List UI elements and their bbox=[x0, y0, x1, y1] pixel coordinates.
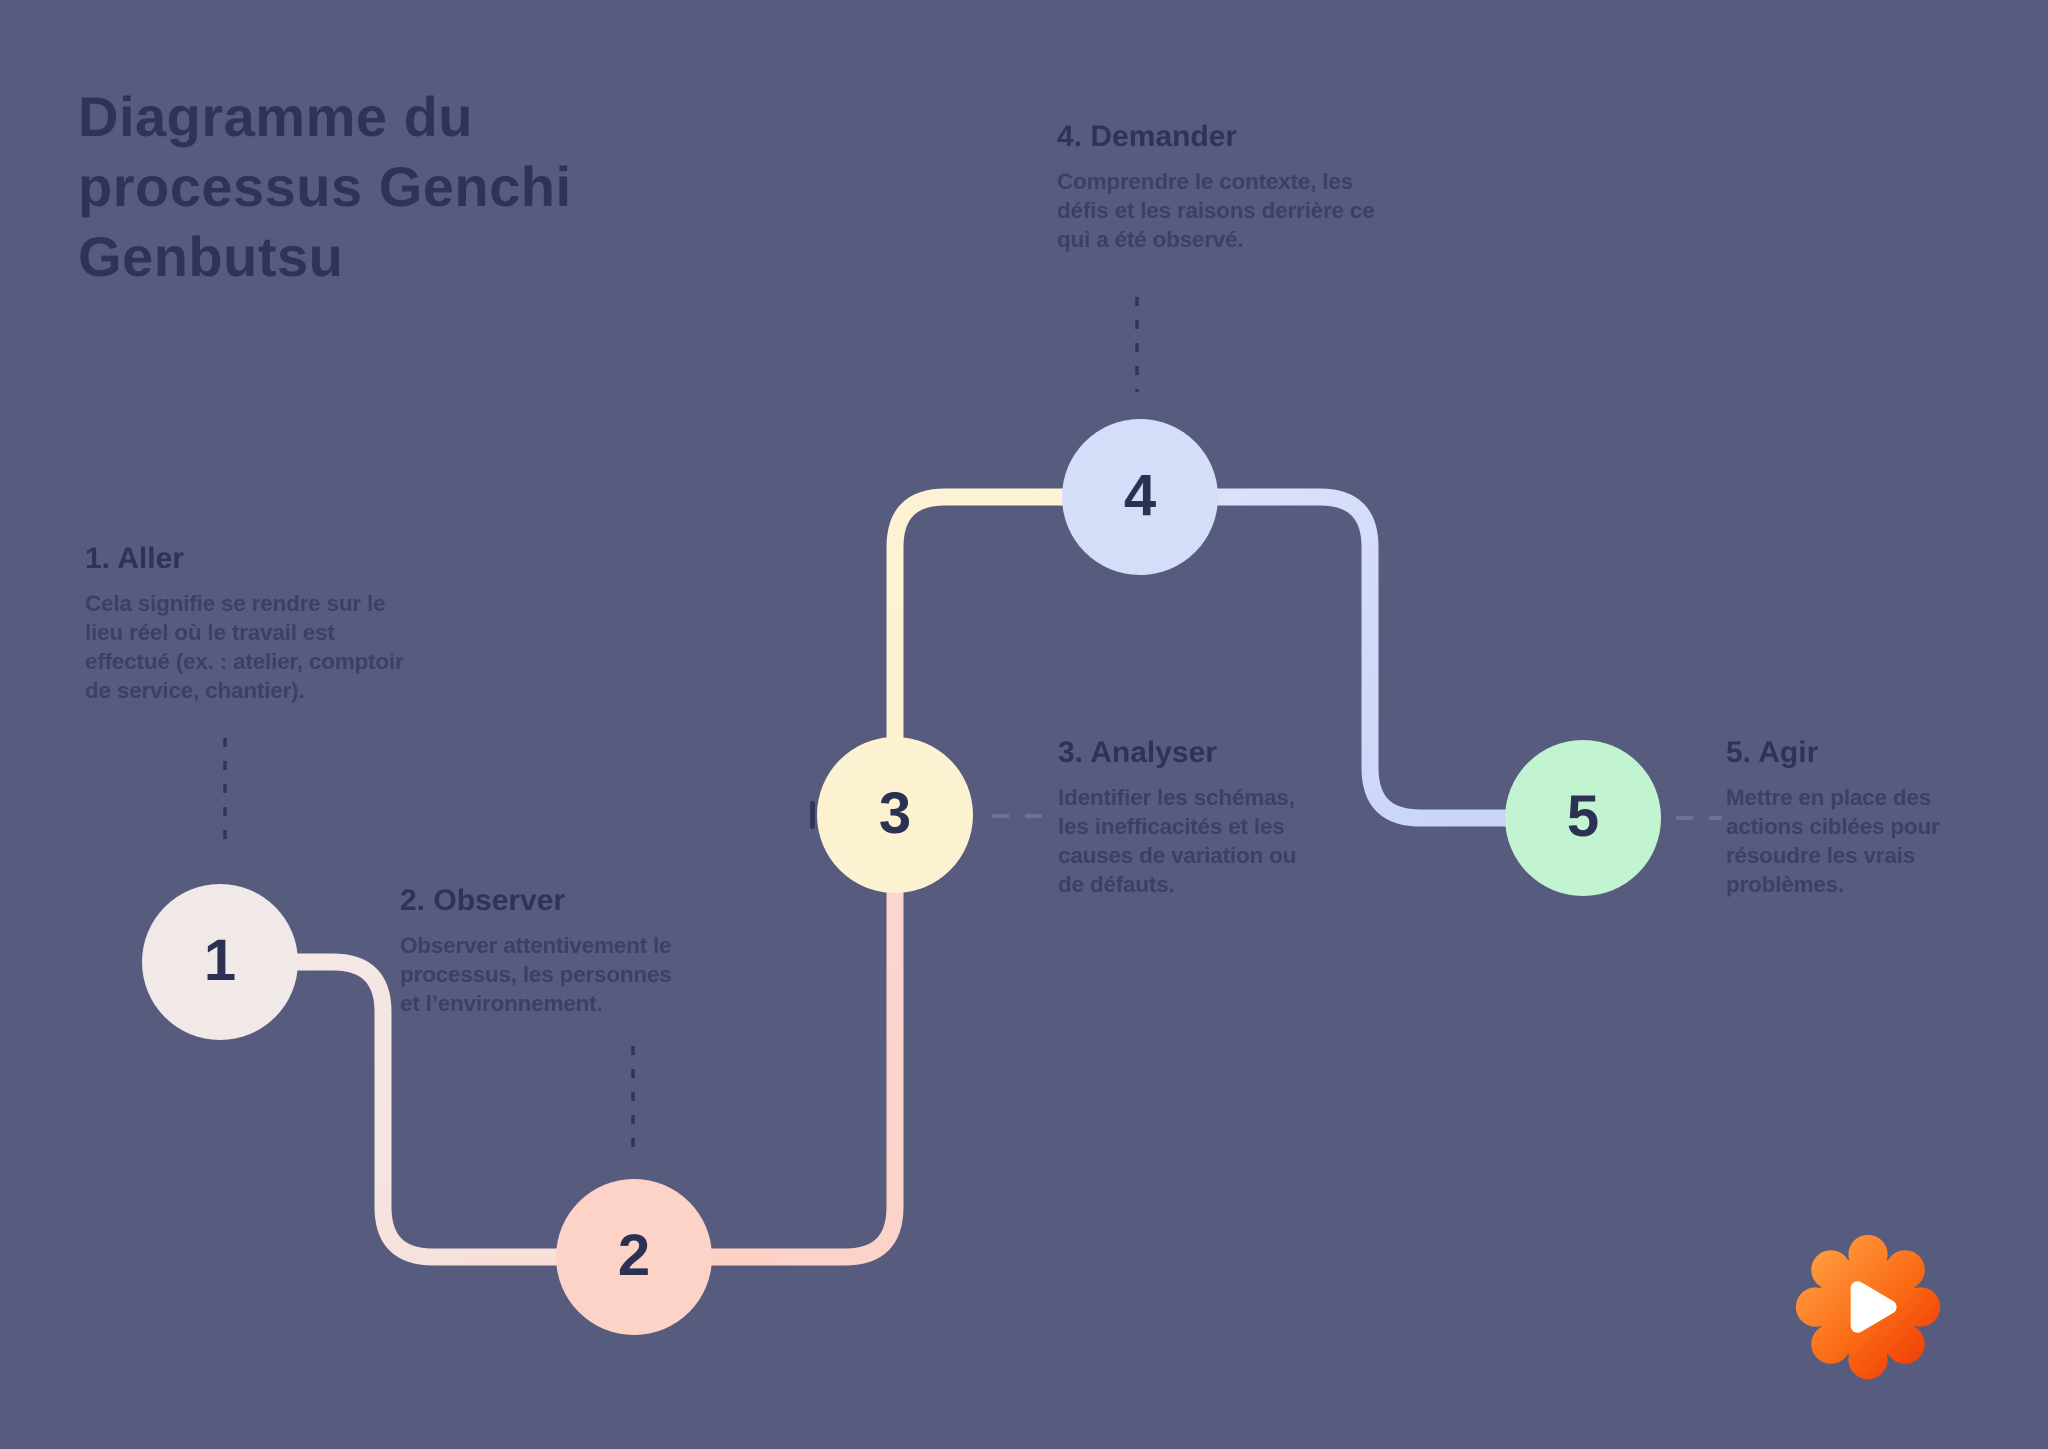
step-5-circle: 5 bbox=[1505, 740, 1661, 896]
step-1-number: 1 bbox=[203, 927, 237, 993]
step-2-text-block: 2. Observer Observer attentivement le pr… bbox=[400, 884, 672, 1018]
step-1-circle: 1 bbox=[142, 884, 298, 1040]
step-3-description: Identifier les schémas, les inefficacité… bbox=[1058, 785, 1297, 897]
step-4-text-block: 4. Demander Comprendre le contexte, les … bbox=[1057, 120, 1375, 254]
step-4-description: Comprendre le contexte, les défis et les… bbox=[1057, 169, 1375, 252]
step-2-circle: 2 bbox=[556, 1179, 712, 1335]
step-1-description: Cela signifie se rendre sur le lieu réel… bbox=[85, 591, 404, 703]
connector-3-4 bbox=[886, 488, 1140, 815]
step-3-number: 3 bbox=[878, 780, 912, 846]
step-5-text-block: 5. Agir Mettre en place des actions cibl… bbox=[1726, 736, 1940, 899]
gear-icon bbox=[1795, 1234, 1941, 1380]
step-1-heading: 1. Aller bbox=[85, 542, 184, 575]
step-2-number: 2 bbox=[617, 1222, 651, 1288]
page-title: Diagramme du processus Genchi Genbutsu bbox=[78, 85, 572, 288]
step-5-description: Mettre en place des actions ciblées pour… bbox=[1726, 785, 1940, 897]
step-4-number: 4 bbox=[1123, 462, 1157, 528]
step-5-number: 5 bbox=[1566, 783, 1600, 849]
connector-4-5 bbox=[1140, 488, 1583, 827]
step-2-heading: 2. Observer bbox=[400, 884, 566, 917]
connector-1-2 bbox=[220, 953, 634, 1266]
gear-play-logo bbox=[1795, 1234, 1941, 1380]
play-icon bbox=[1850, 1281, 1897, 1333]
step-4-heading: 4. Demander bbox=[1057, 120, 1238, 153]
step-4-circle: 4 bbox=[1062, 419, 1218, 575]
step-2-description: Observer attentivement le processus, les… bbox=[400, 933, 672, 1016]
step-3-text-block: 3. Analyser Identifier les schémas, les … bbox=[1058, 736, 1296, 899]
step-1-text-block: 1. Aller Cela signifie se rendre sur le … bbox=[85, 542, 404, 705]
small-dash-mark bbox=[810, 801, 815, 829]
step-3-circle: 3 bbox=[817, 737, 973, 893]
connector-2-3 bbox=[634, 815, 904, 1266]
step-5-heading: 5. Agir bbox=[1726, 736, 1819, 769]
step-3-heading: 3. Analyser bbox=[1058, 736, 1217, 769]
